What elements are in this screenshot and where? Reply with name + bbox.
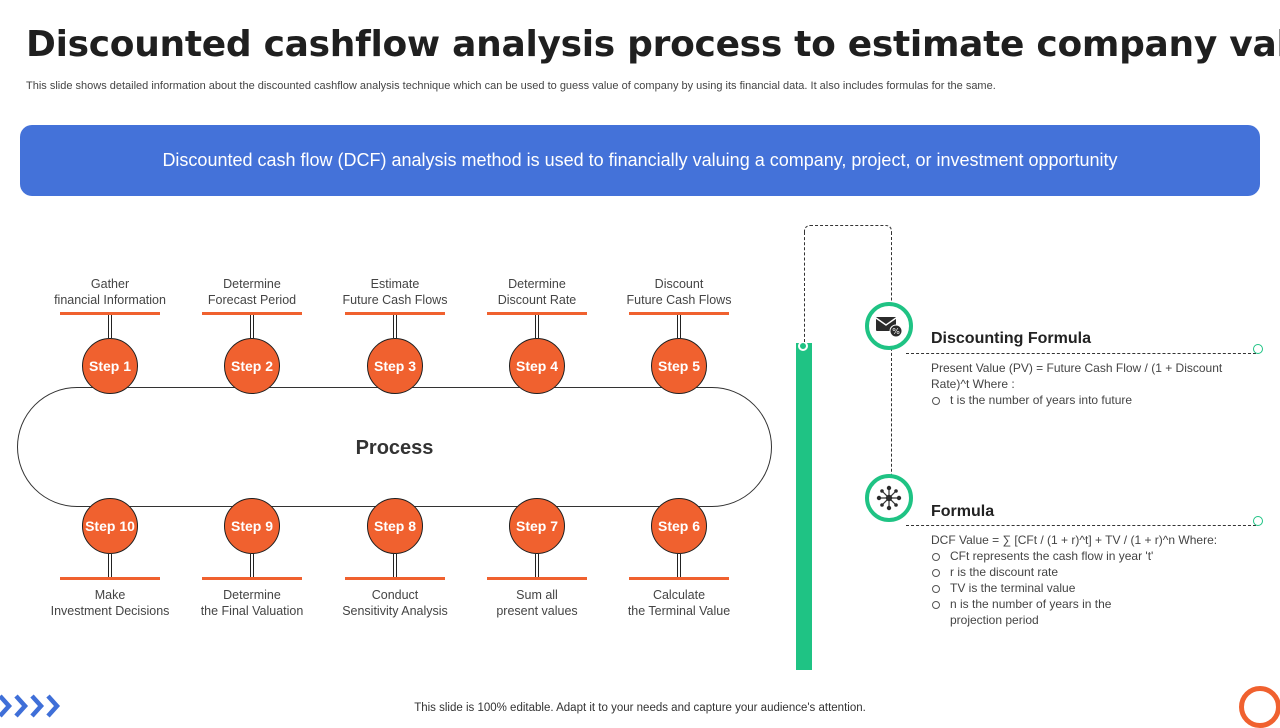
page-title: Discounted cashflow analysis process to …: [26, 24, 1280, 65]
discounting-formula-text: Present Value (PV) = Future Cash Flow / …: [931, 360, 1261, 408]
step-3-label-line2: Future Cash Flows: [342, 293, 448, 307]
step-9-connector: [250, 554, 254, 577]
chevrons-right-icon: [0, 694, 61, 718]
discounting-formula-bullets: t is the number of years into future: [931, 392, 1261, 408]
step-1-label-line1: Gather: [90, 277, 130, 291]
step-1-label: Gather financial Information: [35, 276, 185, 308]
step-5-circle: Step 5: [651, 338, 707, 394]
step-7-label: Sum all present values: [462, 587, 612, 619]
step-6-label-line1: Calculate: [652, 588, 706, 602]
timeline-dashed-connector: [891, 232, 892, 502]
step-5-connector: [677, 315, 681, 338]
step-2-label-underline: [202, 312, 302, 315]
step-8-connector: [393, 554, 397, 577]
decorative-ring: [1239, 686, 1280, 728]
step-7-label-underline: [487, 577, 587, 580]
discounting-formula-end-dot: [1253, 344, 1263, 354]
envelope-percent-glyph: %: [875, 317, 903, 338]
step-3-connector: [393, 315, 397, 338]
step-6-label-line2: the Terminal Value: [627, 604, 731, 618]
network-nodes-icon: [865, 474, 913, 522]
step-10-circle: Step 10: [82, 498, 138, 554]
step-6-circle: Step 6: [651, 498, 707, 554]
step-8-circle: Step 8: [367, 498, 423, 554]
step-7-label-line2: present values: [496, 604, 578, 618]
dcf-formula-end-dot: [1253, 516, 1263, 526]
step-2-circle: Step 2: [224, 338, 280, 394]
step-9-label-line1: Determine: [223, 588, 281, 602]
timeline-dot: [798, 341, 808, 351]
step-7-label-line1: Sum all: [516, 588, 558, 602]
step-10-connector: [108, 554, 112, 577]
dcf-formula-title: Formula: [931, 503, 995, 520]
discounting-formula-bullet: t is the number of years into future: [931, 392, 1261, 408]
step-2-label-line2: Forecast Period: [207, 293, 297, 307]
network-nodes-glyph: [876, 485, 902, 511]
step-3-label-line1: Estimate: [370, 277, 420, 291]
page-subtitle: This slide shows detailed information ab…: [26, 80, 996, 92]
step-10-label-line1: Make: [94, 588, 126, 602]
svg-text:%: %: [892, 327, 900, 336]
discounting-formula-equation: Present Value (PV) = Future Cash Flow / …: [931, 361, 1223, 391]
dcf-formula-bullet: r is the discount rate: [931, 564, 1146, 580]
step-5-label-line2: Future Cash Flows: [626, 293, 732, 307]
step-4-circle: Step 4: [509, 338, 565, 394]
dcf-formula-bullet: n is the number of years in the projecti…: [931, 596, 1146, 628]
step-4-label-line1: Determine: [508, 277, 566, 291]
step-9-label-line2: the Final Valuation: [200, 604, 304, 618]
step-6-label-underline: [629, 577, 729, 580]
dcf-formula-bullet: CFt represents the cash flow in year 't': [931, 548, 1210, 564]
step-6-connector: [677, 554, 681, 577]
step-7-circle: Step 7: [509, 498, 565, 554]
step-9-circle: Step 9: [224, 498, 280, 554]
step-3-label: Estimate Future Cash Flows: [320, 276, 470, 308]
step-2-connector: [250, 315, 254, 338]
step-6-label: Calculate the Terminal Value: [604, 587, 754, 619]
step-10-label: Make Investment Decisions: [35, 587, 185, 619]
dcf-definition-banner: Discounted cash flow (DCF) analysis meth…: [20, 125, 1260, 196]
step-10-label-line2: Investment Decisions: [50, 604, 170, 618]
step-1-circle: Step 1: [82, 338, 138, 394]
discounting-formula-underline: [906, 353, 1256, 354]
step-3-circle: Step 3: [367, 338, 423, 394]
dcf-formula-bullet: TV is the terminal value: [931, 580, 1146, 596]
step-1-label-line2: financial Information: [54, 293, 166, 307]
step-4-label: Determine Discount Rate: [462, 276, 612, 308]
step-8-label: Conduct Sensitivity Analysis: [320, 587, 470, 619]
step-9-label-underline: [202, 577, 302, 580]
dcf-formula-bullets: CFt represents the cash flow in year 't'…: [931, 548, 1153, 628]
envelope-percent-icon: %: [865, 302, 913, 350]
step-2-label: Determine Forecast Period: [177, 276, 327, 308]
dcf-formula-underline: [906, 525, 1256, 526]
step-1-connector: [108, 315, 112, 338]
step-4-label-underline: [487, 312, 587, 315]
step-5-label-line1: Discount: [654, 277, 704, 291]
step-2-label-line1: Determine: [223, 277, 281, 291]
process-label: Process: [355, 437, 434, 459]
timeline-bar: [796, 343, 812, 670]
dcf-formula-text: DCF Value = ∑ [CFt / (1 + r)^t] + TV / (…: [931, 532, 1261, 628]
step-5-label: Discount Future Cash Flows: [604, 276, 754, 308]
step-4-label-line2: Discount Rate: [497, 293, 577, 307]
step-5-label-underline: [629, 312, 729, 315]
step-8-label-line2: Sensitivity Analysis: [342, 604, 448, 618]
step-8-label-underline: [345, 577, 445, 580]
timeline-dashed-arc: [804, 225, 892, 233]
step-3-label-underline: [345, 312, 445, 315]
discounting-formula-title: Discounting Formula: [931, 330, 1091, 347]
step-8-label-line1: Conduct: [371, 588, 419, 602]
step-1-label-underline: [60, 312, 160, 315]
footer-note: This slide is 100% editable. Adapt it to…: [414, 702, 866, 714]
banner-text: Discounted cash flow (DCF) analysis meth…: [162, 150, 1118, 170]
step-10-label-underline: [60, 577, 160, 580]
step-7-connector: [535, 554, 539, 577]
dcf-formula-equation: DCF Value = ∑ [CFt / (1 + r)^t] + TV / (…: [931, 533, 1218, 547]
step-9-label: Determine the Final Valuation: [177, 587, 327, 619]
step-4-connector: [535, 315, 539, 338]
timeline-dashed-stem: [804, 232, 805, 342]
